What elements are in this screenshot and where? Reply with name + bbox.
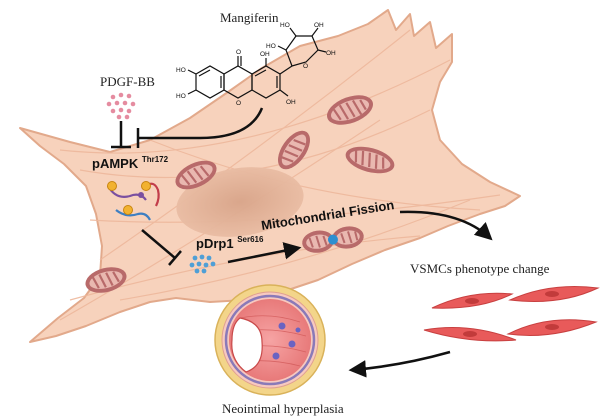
mitochondrion (278, 130, 310, 170)
mitochondrion (85, 267, 127, 293)
vsmc-cells (423, 286, 600, 342)
atom-label: HO (280, 22, 290, 29)
atom-label: O (236, 49, 241, 56)
pdrp1-arrow (227, 242, 302, 264)
atom-label: OH (326, 50, 336, 57)
ampk-complex (107, 181, 160, 221)
atom-label: OH (286, 99, 296, 106)
pdrp1-dots (189, 254, 216, 274)
atom-label: O (303, 63, 308, 70)
pdgf-label: PDGF-BB (100, 74, 155, 89)
vessel-lumen (231, 317, 263, 373)
pdrp1-label: pDrp1 Ser616 (196, 235, 264, 251)
pdgf-dots (106, 92, 136, 120)
atom-label: HO (266, 43, 276, 50)
mitochondrion (345, 146, 395, 174)
vsmc-cell (506, 319, 598, 336)
phenotype-arrow (399, 210, 493, 241)
vsmc-cell (431, 292, 514, 309)
atom-label: OH (260, 51, 270, 58)
atom-label: O (236, 100, 241, 107)
mitochondrion (327, 95, 373, 125)
pampk-label: pAMPK Thr172 (92, 155, 169, 171)
mangiferin-inhibition-line (136, 107, 264, 148)
nucleus (176, 167, 304, 237)
atom-label: HO (176, 93, 186, 100)
dividing-mitochondrion (302, 226, 364, 253)
ampk-inhibition-line (141, 229, 182, 266)
pdgf-inhibition-line (111, 121, 131, 149)
mangiferin-label: Mangiferin (220, 10, 279, 25)
mangiferin-structure (187, 27, 327, 99)
mangiferin-atoms: HO HO O O OH OH O HO HO OH OH (176, 22, 336, 107)
vsmc-cell (508, 286, 600, 302)
vsmc-cell (423, 327, 517, 342)
atom-label: OH (314, 22, 324, 29)
phenotype-label: VSMCs phenotype change (410, 261, 550, 276)
hyperplasia-arrow (348, 350, 451, 378)
mitochondrion (175, 160, 217, 190)
atom-label: HO (176, 67, 186, 74)
mitochondria-group (85, 95, 395, 293)
neointimal-label: Neointimal hyperplasia (222, 401, 344, 416)
vessel-cross-section (214, 284, 326, 396)
